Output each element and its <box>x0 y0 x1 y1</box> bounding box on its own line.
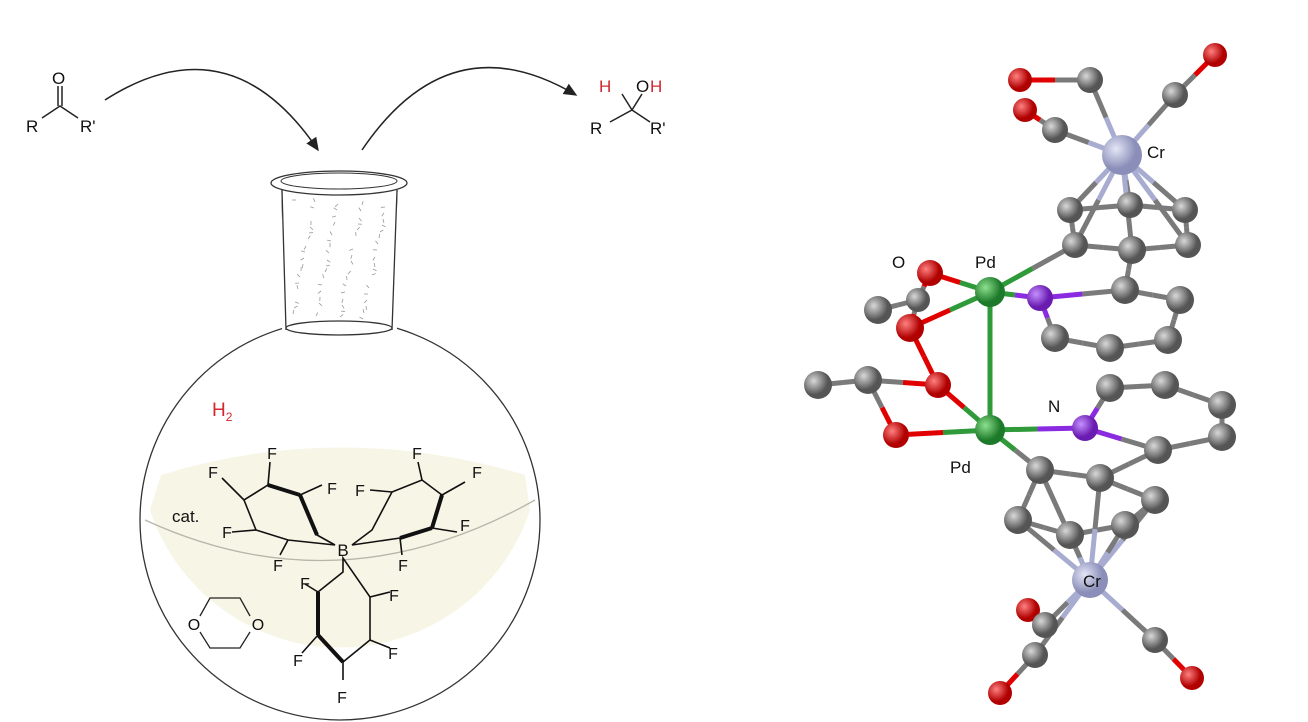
carbon-atom <box>1056 521 1084 549</box>
carbon-atom <box>1141 486 1169 514</box>
hydrogen-gas-label: H2 <box>212 400 233 424</box>
carbon-atom <box>1004 506 1032 534</box>
palladium-atom <box>975 415 1005 445</box>
alcohol-product <box>609 93 651 123</box>
nitrogen-atom <box>1072 415 1098 441</box>
carbon-atom <box>1162 82 1188 108</box>
borane-bonds <box>221 461 466 680</box>
oxygen-atom <box>925 372 951 398</box>
palladium-atom <box>975 277 1005 307</box>
carbon-atom <box>906 288 930 312</box>
fluorine-label: F <box>222 525 232 542</box>
catalyst-label: cat. <box>172 507 199 526</box>
dioxane <box>199 597 251 649</box>
carbon-atom <box>804 371 832 399</box>
fluorine-label: F <box>293 653 303 670</box>
carbon-atom <box>1172 197 1198 223</box>
carbon-atom <box>1077 67 1103 93</box>
fluorine-label: F <box>327 481 337 498</box>
carbon-atom <box>1118 236 1146 264</box>
product-r: R <box>590 119 602 138</box>
ketone-reactant <box>41 86 79 119</box>
carbon-atom <box>1086 464 1114 492</box>
carbon-atom <box>1111 276 1139 304</box>
flask <box>139 170 541 721</box>
carbon-atom <box>1111 511 1139 539</box>
fluorine-label: F <box>460 518 470 535</box>
oxygen-atom <box>988 681 1012 705</box>
carbon-atom <box>1026 456 1054 484</box>
oxygen-atom <box>917 260 943 286</box>
carbon-atom <box>1151 371 1179 399</box>
carbon-atom <box>1142 627 1168 653</box>
fluorine-label: F <box>472 465 482 482</box>
carbon-atom <box>854 366 882 394</box>
carbon-atom <box>864 296 892 324</box>
arrow-out <box>361 66 578 151</box>
dioxane-oxygen-left: O <box>188 617 200 634</box>
crystal-atoms <box>804 43 1236 705</box>
nitrogen-atom <box>1027 285 1053 311</box>
fluorine-label: F <box>389 588 399 605</box>
carbon-atom <box>1208 391 1236 419</box>
carbon-atom <box>1166 286 1194 314</box>
oxygen-atom <box>1203 43 1227 67</box>
oxygen-atom <box>896 314 924 342</box>
fluorine-label: F <box>355 483 365 500</box>
carbon-atom <box>1057 197 1083 223</box>
carbon-atom <box>1096 374 1124 402</box>
chromium-label-bottom: Cr <box>1083 572 1101 591</box>
chromium-atom <box>1072 562 1108 598</box>
fluorine-label: F <box>412 446 422 463</box>
carbon-atom <box>1117 192 1143 218</box>
fluorine-label: F <box>398 558 408 575</box>
nitrogen-label: N <box>1048 397 1060 416</box>
oxygen-atom <box>1013 98 1037 122</box>
oxygen-label: O <box>892 253 905 272</box>
dioxane-oxygen-right: O <box>252 617 264 634</box>
fluorine-label: F <box>300 576 310 593</box>
chromium-atom <box>1102 135 1142 175</box>
oxygen-atom <box>1016 598 1040 622</box>
fluorine-label: F <box>208 465 218 482</box>
carbon-atom <box>1208 423 1236 451</box>
product-hydrogen: H <box>599 77 611 96</box>
fluorine-label: F <box>267 446 277 463</box>
carbon-atom <box>1154 326 1182 354</box>
pd-label-bottom: Pd <box>950 458 971 477</box>
carbon-atom <box>1062 232 1088 258</box>
chromium-label-top: Cr <box>1147 143 1165 162</box>
ketone-oxygen: O <box>52 69 65 88</box>
fluorine-label: F <box>388 646 398 663</box>
boron-label: B <box>337 541 348 560</box>
product-r-prime: R' <box>650 119 666 138</box>
ketone-r-prime: R' <box>80 117 96 136</box>
oxygen-atom <box>1008 68 1032 92</box>
pd-label-top: Pd <box>975 253 996 272</box>
carbon-atom <box>1022 642 1048 668</box>
carbon-atom <box>1041 324 1069 352</box>
carbon-atom <box>1144 436 1172 464</box>
arrow-in <box>104 68 319 152</box>
carbon-atom <box>1032 612 1058 638</box>
fluorine-label: F <box>337 690 347 707</box>
oxygen-atom <box>883 422 909 448</box>
oxygen-atom <box>1180 666 1204 690</box>
carbon-atom <box>1096 334 1124 362</box>
product-hydroxyl-hydrogen: H <box>650 77 662 96</box>
ketone-r: R <box>26 117 38 136</box>
carbon-atom <box>1042 117 1068 143</box>
product-oxygen: O <box>636 77 649 96</box>
carbon-atom <box>1175 232 1201 258</box>
fluorine-label: F <box>273 558 283 575</box>
